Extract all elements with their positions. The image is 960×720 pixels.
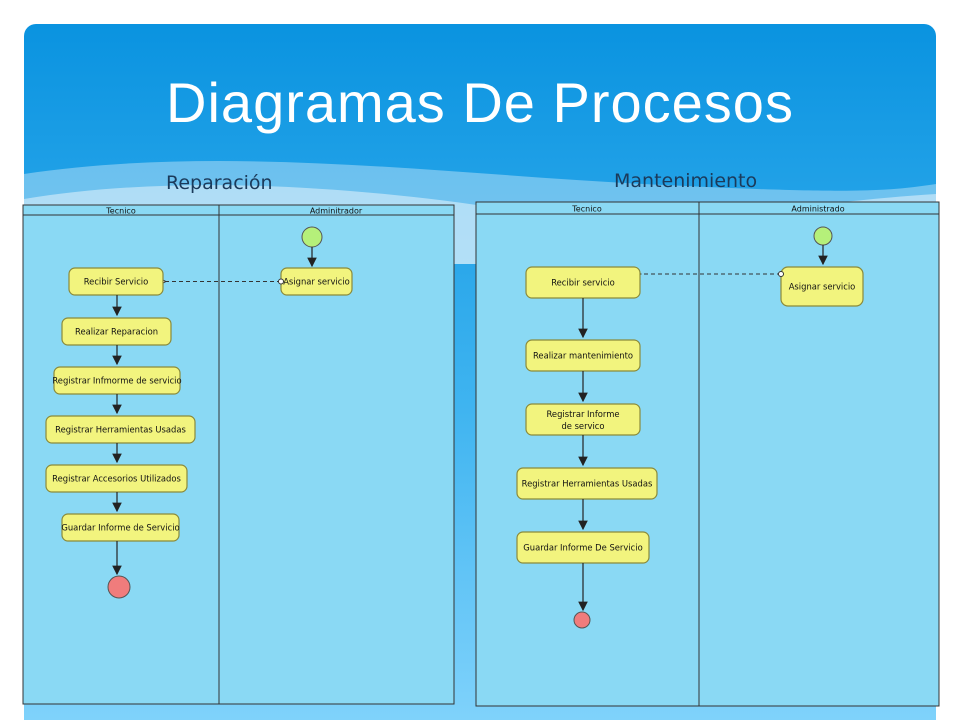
subtitle-reparacion: Reparación: [166, 172, 273, 194]
activity-registrar-herramientas: [45, 415, 196, 444]
end-node: [107, 575, 131, 599]
lane-administrado: [698, 201, 940, 707]
lane-label-tecnico: Tecnico: [571, 205, 602, 214]
activity-label: Recibir servicio: [551, 278, 615, 288]
activity-label: Realizar mantenimiento: [533, 351, 633, 361]
activity-label: Registrar Infmorme de servicio: [52, 376, 181, 386]
lane-label-tecnico: Tecnico: [105, 207, 136, 216]
activity-label: Recibir Servicio: [84, 277, 149, 287]
activity-label: Registrar Accesorios Utilizados: [52, 474, 181, 484]
page-title: Diagramas De Procesos: [166, 71, 794, 134]
activity-registrar-herramientas: [516, 467, 658, 500]
activity-asignar-servicio: [780, 266, 864, 307]
diagram-mantenimiento: Tecnico Administrado Asignar servicio Re…: [475, 201, 940, 707]
diagram-reparacion: Tecnico Adminitrador Asignar servicio Re…: [22, 204, 455, 705]
activity-label: Asignar servicio: [789, 282, 856, 292]
lane-header-administrado: [698, 201, 940, 215]
activity-label: Registrar Herramientas Usadas: [55, 425, 186, 435]
activity-label: Guardar Informe De Servicio: [523, 543, 642, 553]
start-node: [301, 226, 323, 248]
lane-header-administrador: [218, 204, 455, 216]
end-node: [573, 611, 591, 629]
activity-label: Registrar Herramientas Usadas: [522, 479, 653, 489]
activity-recibir-servicio: [68, 267, 164, 296]
activity-label: Asignar servicio: [283, 277, 350, 287]
start-node: [813, 226, 833, 246]
activity-label: Registrar Informe de servico: [546, 408, 620, 431]
lane-label-administrado: Administrado: [791, 205, 844, 214]
activity-guardar-informe: [61, 513, 180, 542]
activity-label: Realizar Reparacion: [75, 327, 158, 337]
subtitle-mantenimiento: Mantenimiento: [614, 170, 758, 192]
lane-label-administrador: Adminitrador: [310, 207, 363, 216]
activity-label: Guardar Informe de Servicio: [61, 523, 179, 533]
